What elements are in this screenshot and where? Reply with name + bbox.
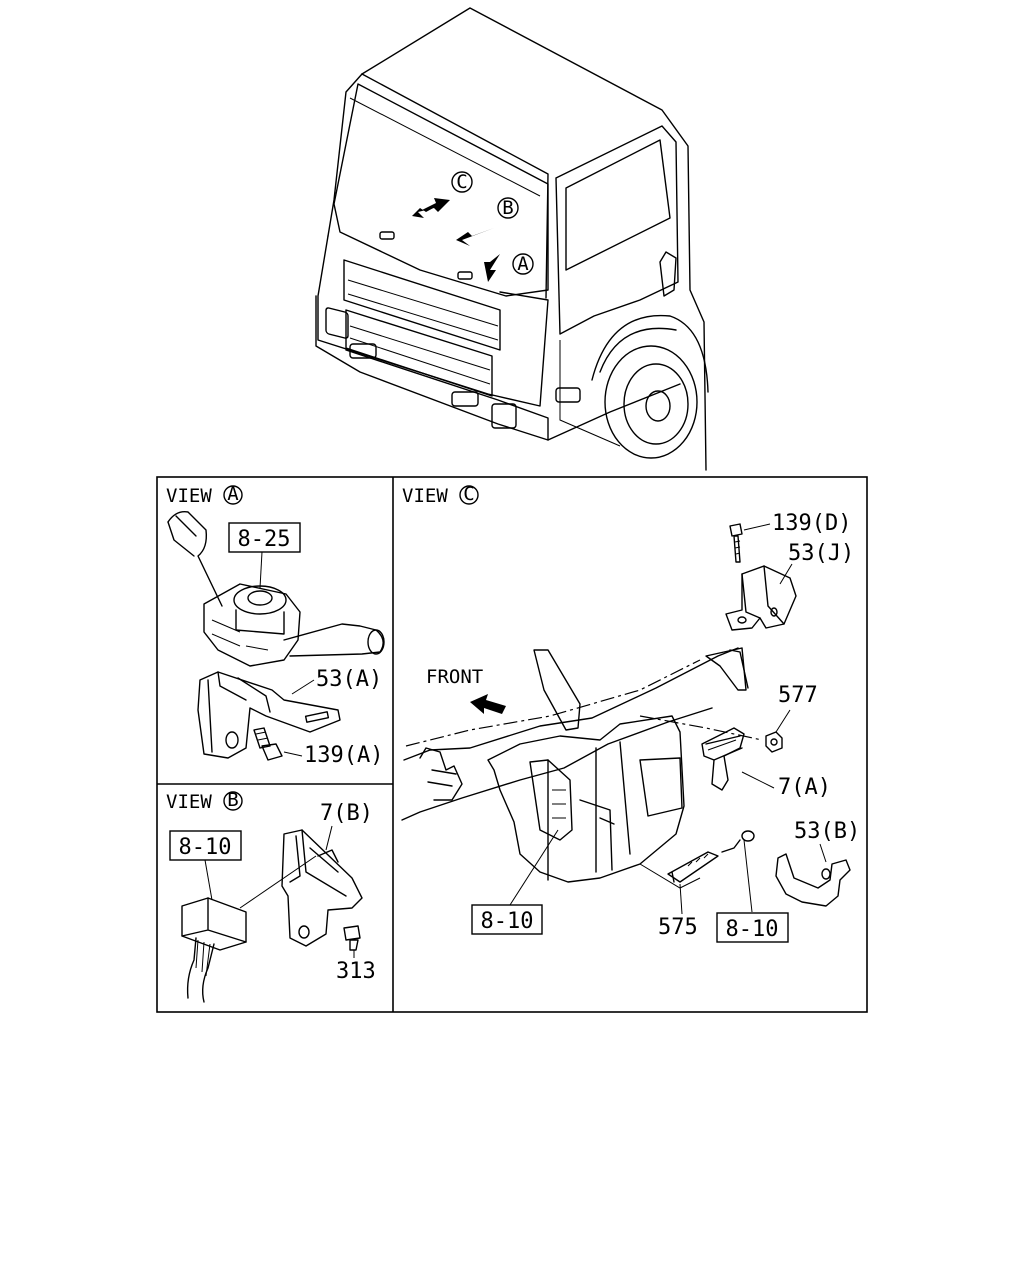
combination-switch-illustration [167, 511, 385, 667]
callout-a-circle [512, 253, 534, 275]
view-a-mark: A [227, 483, 239, 505]
detail-views-frame [156, 476, 868, 1013]
front-label: FRONT [426, 666, 483, 688]
label-53b: 53(B) [794, 819, 860, 844]
screw-illustration [721, 830, 755, 913]
label-7a: 7(A) [778, 775, 831, 800]
view-b-ref-box: 8-10 [179, 835, 232, 860]
view-a-title: VIEW [166, 485, 212, 507]
bolt-313-illustration [343, 925, 361, 951]
bracket-53a-illustration [197, 671, 341, 759]
view-c-mark: C [463, 483, 474, 505]
label-577: 577 [778, 683, 818, 708]
bracket-7a-illustration [701, 727, 745, 791]
label-313: 313 [336, 959, 376, 984]
bolt-139a-illustration [253, 727, 283, 761]
truck-cab-illustration: C B A [315, 7, 709, 471]
label-139d: 139(D) [772, 511, 851, 536]
view-a-ref-box: 8-25 [238, 527, 291, 552]
label-53a: 53(A) [316, 667, 382, 692]
front-arrow-icon [470, 694, 506, 714]
label-7b: 7(B) [320, 801, 373, 826]
nut-577-illustration [765, 731, 783, 753]
view-a-panel: VIEW A 8-25 53(A) [166, 483, 385, 768]
bracket-7b-illustration [281, 829, 363, 947]
callout-b-circle [497, 197, 519, 219]
callout-c: C [456, 171, 467, 193]
relay-575-illustration [667, 851, 719, 883]
view-c-title: VIEW [402, 485, 448, 507]
view-b-panel: VIEW B 8-10 7(B) 313 [166, 789, 376, 1003]
view-c-ref-box-right: 8-10 [726, 917, 779, 942]
instrument-panel-illustration [401, 647, 749, 889]
callout-b: B [502, 197, 513, 219]
view-c-panel: VIEW C FRONT 139(D) 53(J) [401, 483, 860, 943]
connector-harness-illustration [181, 855, 317, 1003]
view-c-ref-box-left: 8-10 [481, 909, 534, 934]
callout-c-circle [451, 171, 473, 193]
view-b-mark: B [227, 789, 238, 811]
bolt-139d-illustration [729, 523, 743, 563]
label-139a: 139(A) [304, 743, 383, 768]
label-53j: 53(J) [788, 541, 854, 566]
label-575: 575 [658, 915, 698, 940]
bracket-53b-illustration [775, 853, 851, 907]
callout-a: A [517, 253, 529, 275]
view-b-title: VIEW [166, 791, 212, 813]
bracket-53j-illustration [725, 565, 797, 631]
